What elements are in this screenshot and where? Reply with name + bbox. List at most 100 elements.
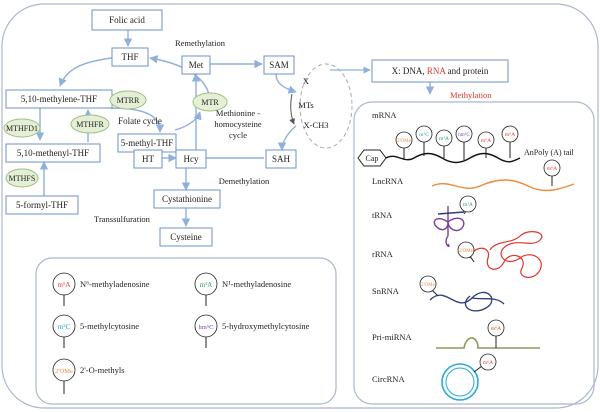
rrna-structure (469, 231, 543, 278)
circrna-mod-m6a: m⁶A (473, 353, 497, 373)
trna-mod-m1a: m¹A (459, 195, 477, 215)
mtrr-ellipse (109, 90, 147, 110)
circrna-ring-outer (441, 363, 479, 401)
sah-label: SAH (272, 154, 291, 164)
thf-label: THF (121, 52, 138, 62)
methionine-cycle-label-2: homocysteine (214, 119, 261, 129)
sam-label: SAM (269, 60, 289, 70)
target-text: X: DNA, RNA and protein (392, 66, 489, 76)
snrna-mod-ome: 2'OMe (419, 275, 439, 297)
svg-text:2'OMe: 2'OMe (397, 139, 411, 144)
mrna-mod-m6a-1: m⁶A (477, 131, 495, 158)
formyl-thf-label: 5-formyl-THF (16, 200, 68, 210)
transsulfuration-label: Transsulfuration (94, 214, 151, 224)
snrna-structure (429, 291, 505, 312)
mthfr-label: MTHFR (76, 120, 104, 129)
lncrna-mod-m6a: m⁶A (543, 159, 561, 186)
snrna-label: SnRNA (372, 286, 400, 296)
lncrna-label: LncRNA (372, 176, 404, 186)
mtr-label: MTR (201, 98, 219, 107)
mrna-mod-m6a-2: m⁶A (501, 125, 519, 158)
rna-panel (353, 101, 595, 405)
mthfs-ellipse (5, 168, 39, 188)
sam-box (263, 55, 295, 75)
node-boxes (5, 9, 509, 247)
trna-structure (433, 206, 465, 248)
hcy-box (175, 149, 207, 169)
remethylation-label: Remethylation (175, 38, 226, 48)
svg-text:hm⁵C: hm⁵C (199, 324, 214, 331)
cysteine-label: Cysteine (170, 232, 202, 242)
main-panel (1, 3, 599, 409)
met-box (181, 55, 211, 75)
rna-highlight: RNA (427, 66, 447, 76)
mthfd1-ellipse (3, 118, 41, 138)
cystathionine-label: Cystathionine (162, 194, 212, 204)
formyl-thf-box (5, 195, 79, 215)
rrna-mod-ome: 2'OMe (457, 241, 475, 263)
svg-text:m⁵C: m⁵C (419, 132, 429, 138)
mrna-mod-m5c: m⁵C (415, 125, 433, 156)
mrna-strand (385, 152, 521, 164)
legend-ome: 2'OMe 2'-O-methyls (52, 358, 125, 394)
svg-text:m⁶A: m⁶A (481, 138, 491, 144)
ht-label: HT (142, 154, 154, 164)
legend-m1a: m¹A N¹-methyladenosine (194, 272, 291, 306)
x-label: X (303, 76, 309, 86)
folate-methionine-pathway (35, 30, 435, 227)
demethylation-label: Demethylation (219, 176, 270, 186)
methionine-cycle-label-1: Methionine - (216, 108, 260, 118)
svg-text:hm⁵C: hm⁵C (458, 132, 470, 138)
sah-box (265, 149, 297, 169)
methionine-cycle-label-3: cycle (229, 130, 247, 140)
mts-label: MTs (298, 100, 313, 110)
mthfs-label: MTHFS (9, 174, 36, 183)
x-ch3-label: X-CH3 (303, 120, 328, 130)
svg-text:m⁵C: m⁵C (58, 323, 71, 331)
svg-text:m¹A: m¹A (463, 202, 473, 208)
cysteine-box (159, 227, 213, 247)
svg-text:5-methylcytosine: 5-methylcytosine (80, 321, 139, 331)
methylene-thf-label: 5,10-methylene-THF (21, 94, 97, 104)
mrna-mod-ome: 2'OMe (395, 131, 413, 160)
legend-m6a: m⁶A N⁶-methyladenosine (52, 272, 150, 306)
legend-panel (35, 257, 337, 405)
pri-mirna-label: Pri-miRNA (372, 332, 413, 342)
mtr-ellipse (192, 92, 228, 112)
mrna-mod-m1a: m¹A (435, 129, 453, 158)
circrna-ring-inner (445, 367, 475, 397)
cap-label: Cap (366, 154, 379, 163)
svg-text:m⁶A: m⁶A (547, 166, 557, 172)
poly-a-label: AnPoly (A) tail (524, 148, 575, 157)
svg-text:N⁶-methyladenosine: N⁶-methyladenosine (80, 279, 150, 289)
methylation-label: Methylation (450, 90, 492, 100)
trna-label: tRNA (372, 210, 393, 220)
svg-text:m¹A: m¹A (439, 136, 449, 142)
svg-text:m⁶A: m⁶A (505, 132, 515, 138)
svg-text:2'-O-methyls: 2'-O-methyls (80, 365, 125, 375)
folic-acid-label: Folic acid (109, 15, 145, 25)
rrna-label: rRNA (372, 249, 394, 259)
folic-acid-box (91, 9, 163, 31)
svg-text:2'OMe: 2'OMe (421, 283, 435, 288)
thf-box (111, 47, 149, 67)
mrna-mod-hm5c: hm⁵C (455, 125, 473, 160)
svg-text:2'OMe: 2'OMe (459, 249, 473, 254)
methyl-thf-label: 5-methyl-THF (121, 138, 174, 148)
lncrna-strand (431, 179, 575, 192)
svg-text:5-hydroxymethylcytosine: 5-hydroxymethylcytosine (222, 321, 310, 331)
met-label: Met (189, 60, 204, 70)
enzymes (3, 90, 228, 188)
legend-m5c: m⁵C 5-methylcytosine (52, 314, 139, 348)
mthfr-ellipse (70, 114, 110, 134)
ht-box (133, 149, 163, 169)
legend-hm5c: hm⁵C 5-hydroxymethylcytosine (194, 314, 310, 348)
mts-ellipse (299, 63, 353, 149)
hcy-label: Hcy (184, 154, 199, 164)
methenyl-thf-label: 5,10-methenyl-THF (17, 148, 89, 158)
pri-mirna-mod-m6a: m⁶A (487, 319, 505, 348)
svg-text:m⁶A: m⁶A (491, 326, 501, 332)
svg-text:N¹-methyladenosine: N¹-methyladenosine (222, 279, 291, 289)
svg-text:m¹A: m¹A (200, 281, 213, 289)
pri-mirna-strand (436, 337, 540, 349)
